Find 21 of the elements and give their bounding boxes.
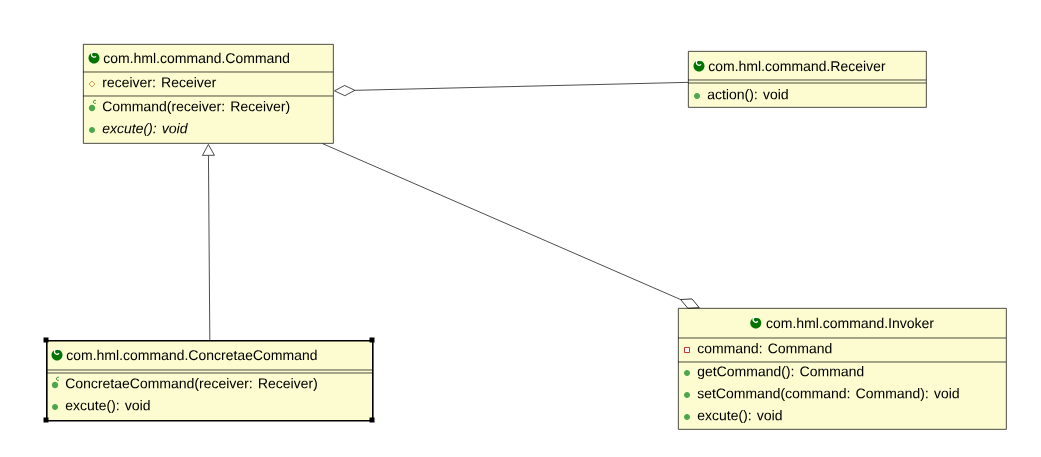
method-text: setCommand(command: Command): void [697, 388, 959, 402]
class-name: com.hml.command.Command [103, 52, 289, 64]
class-box [677, 308, 1007, 430]
method-text: excute(): void [697, 410, 782, 424]
class-box [43, 337, 375, 423]
aggregation-line [322, 143, 700, 309]
method-text: action(): void [707, 89, 788, 103]
class-box [687, 51, 927, 108]
class-name: com.hml.command.Receiver [708, 60, 886, 72]
class-name: com.hml.command.Invoker [766, 317, 934, 329]
class-name: com.hml.command.ConcretaeCommand [66, 349, 317, 361]
method-text: Command(receiver: Receiver) [102, 101, 290, 115]
method-text: ConcretaeCommand(receiver: Receiver) [65, 378, 317, 392]
inheritance-arrow [202, 144, 215, 341]
aggregation-line [334, 82, 689, 97]
method-text: excute(): void [65, 400, 150, 414]
class-box [82, 44, 334, 144]
attribute-text: command: Command [697, 343, 832, 354]
attribute-text: receiver: Receiver [103, 77, 217, 88]
method-text: getCommand(): Command [697, 366, 864, 380]
method-text: excute(): void [102, 123, 188, 137]
